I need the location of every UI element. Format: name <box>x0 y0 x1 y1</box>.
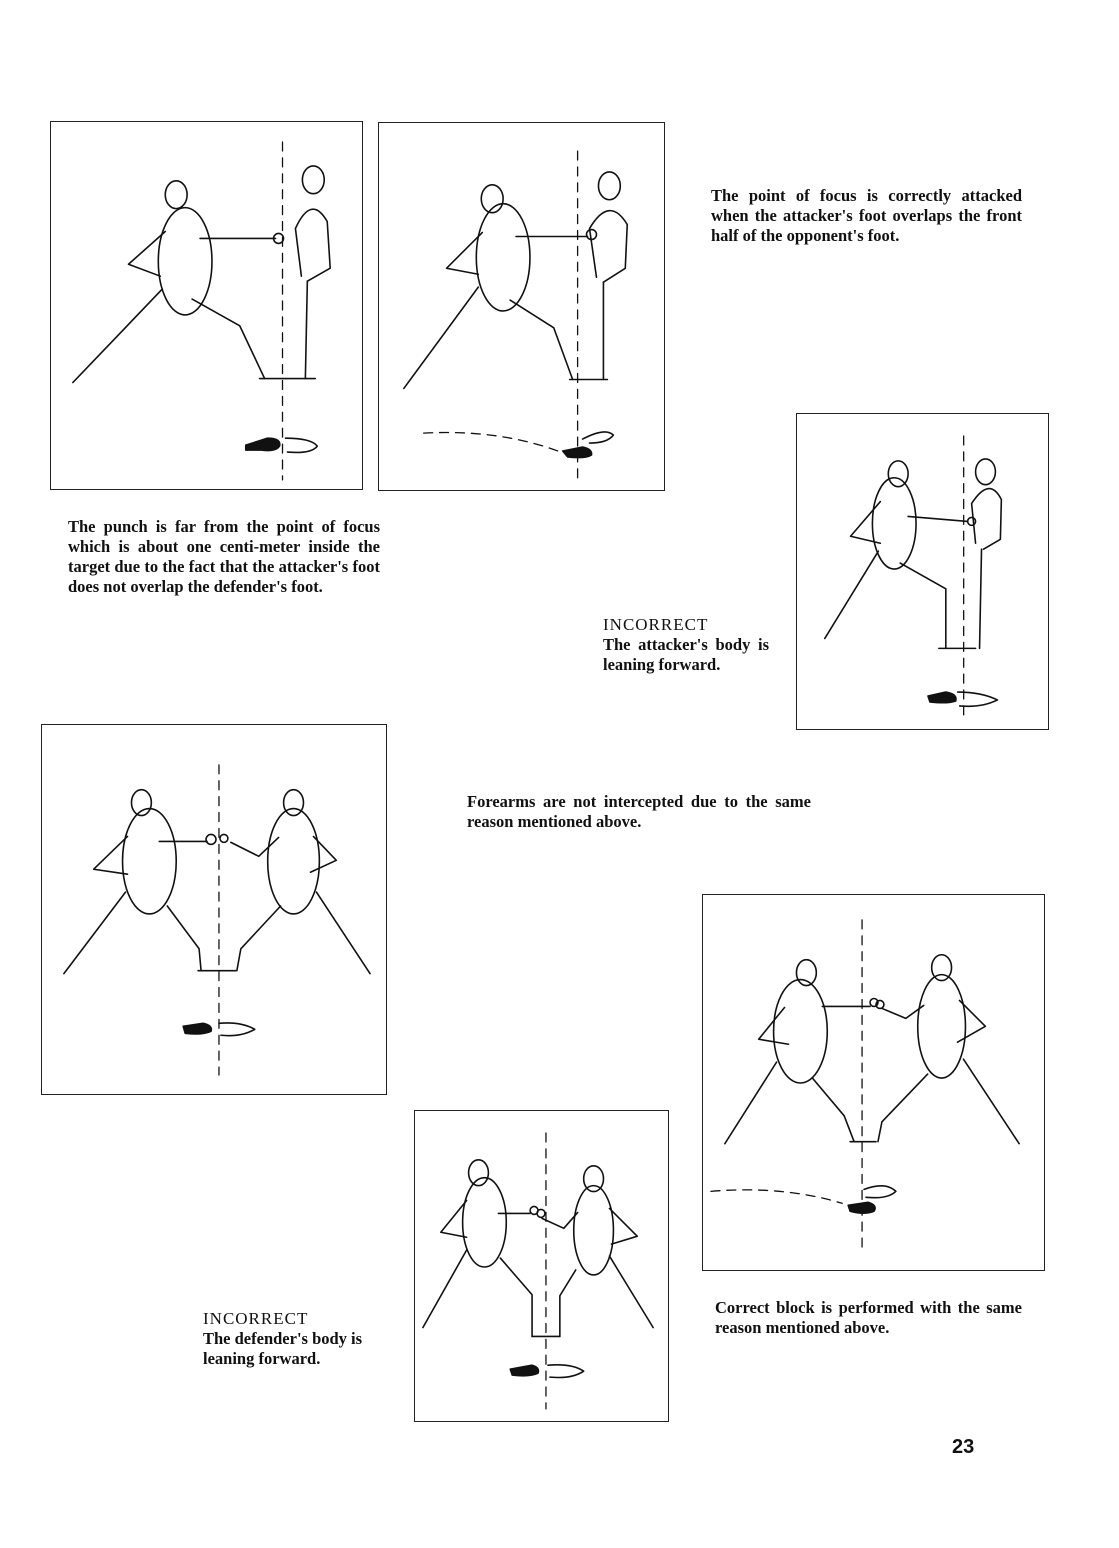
stick-figure-diagram <box>797 414 1048 729</box>
incorrect-label: INCORRECT <box>203 1309 391 1329</box>
caption-correct-focus: The point of focus is correctly attacked… <box>711 186 1022 246</box>
stick-figure-diagram <box>51 122 362 489</box>
incorrect-label: INCORRECT <box>603 615 769 635</box>
stick-figure-diagram <box>42 725 386 1094</box>
caption-text: The defender's body is leaning forward. <box>203 1329 362 1368</box>
stick-figure-diagram <box>379 123 664 490</box>
figure-correct-focus <box>378 122 665 491</box>
figure-defender-leaning <box>414 1110 669 1422</box>
caption-text: The attacker's body is leaning forward. <box>603 635 769 674</box>
figure-punch-far <box>50 121 363 490</box>
caption-correct-block: Correct block is performed with the same… <box>715 1298 1022 1338</box>
caption-attacker-leaning: INCORRECT The attacker's body is leaning… <box>603 615 769 675</box>
caption-defender-leaning: INCORRECT The defender's body is leaning… <box>203 1309 391 1369</box>
figure-attacker-leaning <box>796 413 1049 730</box>
stick-figure-diagram <box>703 895 1044 1270</box>
figure-correct-block <box>702 894 1045 1271</box>
caption-punch-far: The punch is far from the point of focus… <box>68 517 380 597</box>
stick-figure-diagram <box>415 1111 668 1421</box>
caption-forearms-not-intercepted: Forearms are not intercepted due to the … <box>467 792 811 832</box>
page-number: 23 <box>952 1436 974 1459</box>
figure-forearms-not-intercepted <box>41 724 387 1095</box>
